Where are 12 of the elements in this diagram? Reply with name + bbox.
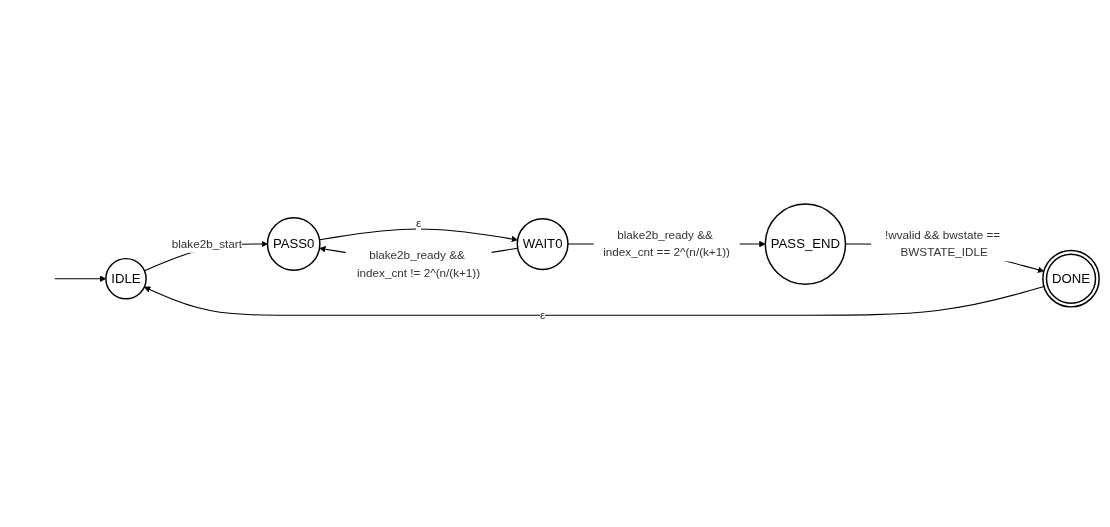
edge-label: ε [539, 308, 546, 321]
node-circle: IDLE [105, 257, 147, 300]
arrow [319, 227, 518, 242]
node-circle: WAIT0 [516, 217, 569, 270]
edge-label: ε [415, 216, 422, 229]
edge-label: blake2b_ready && index_cnt != 2^(n/(k+1)) [356, 248, 481, 279]
edge-label: blake2b_ready && index_cnt == 2^(n/(k+1)) [603, 228, 730, 259]
node-circle: PASS0 [266, 216, 321, 271]
edge-label: blake2b_start [171, 236, 242, 250]
node-circle: PASS_END [764, 202, 847, 285]
edge-label: !wvalid && bwstate == BWSTATE_IDLE [885, 228, 1001, 259]
arrow [144, 285, 1045, 316]
